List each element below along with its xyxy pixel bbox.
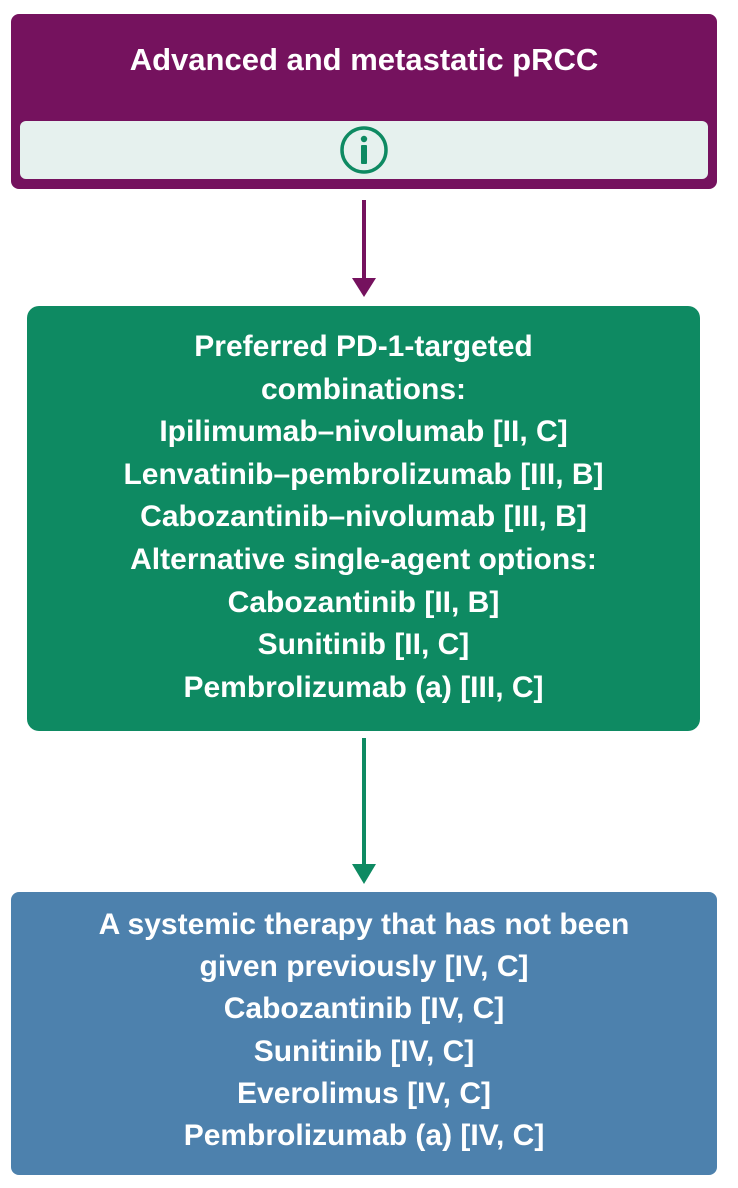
later-line-text: given previously [IV, C] — [199, 950, 529, 984]
info-bar[interactable] — [20, 121, 708, 179]
first-line-text: Lenvatinib–pembrolizumab [III, B] — [123, 457, 604, 491]
first-line-text: Alternative single-agent options: — [130, 542, 597, 576]
first-line-text: Ipilimumab–nivolumab [II, C] — [159, 415, 568, 449]
arrow-down-green — [352, 738, 376, 884]
first-line-treatment-box: Preferred PD-1-targeted combinations: Ip… — [27, 306, 700, 731]
first-line-text: Cabozantinib–nivolumab [III, B] — [140, 500, 587, 534]
header-box: Advanced and metastatic pRCC — [11, 14, 717, 189]
info-circle-icon[interactable] — [338, 124, 390, 176]
first-line-text: Preferred PD-1-targeted — [194, 330, 533, 363]
later-line-treatment-box: A systemic therapy that has not been giv… — [11, 892, 717, 1175]
first-line-text: Sunitinib [II, C] — [257, 628, 470, 662]
first-line-text: combinations: — [260, 372, 466, 406]
first-line-text: Pembrolizumab (a) [III, C] — [183, 670, 544, 704]
arrow-down-purple — [352, 200, 376, 297]
first-line-text: Cabozantinib [II, B] — [227, 585, 500, 619]
later-line-text: Sunitinib [IV, C] — [253, 1034, 475, 1068]
header-title: Advanced and metastatic pRCC — [129, 42, 599, 77]
later-line-text: Pembrolizumab (a) [IV, C] — [183, 1119, 545, 1153]
later-line-text: A systemic therapy that has not been — [98, 908, 630, 941]
later-line-text: Cabozantinib [IV, C] — [223, 992, 505, 1026]
later-line-text: Everolimus [IV, C] — [237, 1076, 491, 1110]
